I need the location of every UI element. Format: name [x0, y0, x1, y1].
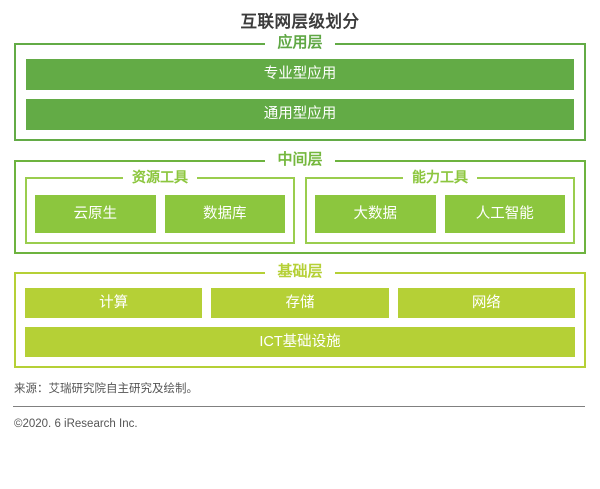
layer-middle: 中间层 资源工具 云原生 数据库 能力工具 大数据 人工智能: [14, 150, 586, 254]
middle-group-capability-tools-title: 能力工具: [307, 168, 573, 187]
base-top-row: 计算 存储 网络: [25, 288, 575, 318]
mid-box-cloud-native: 云原生: [35, 195, 156, 233]
base-box-storage: 存储: [211, 288, 389, 318]
layer-base: 基础层 计算 存储 网络 ICT基础设施: [14, 262, 586, 368]
footer: 来源：艾瑞研究院自主研究及绘制。 ©2020. 6 iResearch Inc.: [13, 368, 586, 432]
copyright-note: ©2020. 6 iResearch Inc.: [14, 418, 138, 430]
middle-group-resource-tools: 资源工具 云原生 数据库: [25, 168, 295, 244]
middle-group-resource-tools-items: 云原生 数据库: [35, 195, 285, 233]
app-bar-general: 通用型应用: [26, 99, 574, 130]
app-bar-professional: 专业型应用: [26, 59, 574, 90]
middle-group-resource-tools-title-text: 资源工具: [123, 168, 197, 187]
middle-group-capability-tools-items: 大数据 人工智能: [315, 195, 565, 233]
layer-application-body: 专业型应用 通用型应用: [16, 45, 584, 139]
base-box-network: 网络: [397, 288, 575, 318]
layer-application: 应用层 专业型应用 通用型应用: [14, 33, 586, 141]
mid-box-artificial-intelligence: 人工智能: [444, 195, 565, 233]
page-title: 互联网层级划分: [240, 13, 360, 31]
footer-divider: [13, 406, 585, 407]
base-box-compute: 计算: [25, 288, 203, 318]
base-bar-ict-infrastructure: ICT基础设施: [25, 327, 575, 357]
layer-middle-body: 资源工具 云原生 数据库 能力工具 大数据 人工智能: [16, 162, 584, 252]
mid-box-database: 数据库: [164, 195, 285, 233]
mid-box-big-data: 大数据: [315, 195, 436, 233]
layer-base-body: 计算 存储 网络 ICT基础设施: [16, 274, 584, 366]
source-note: 来源：艾瑞研究院自主研究及绘制。: [14, 383, 198, 395]
middle-group-resource-tools-title: 资源工具: [27, 168, 293, 187]
middle-group-capability-tools: 能力工具 大数据 人工智能: [305, 168, 575, 244]
middle-group-capability-tools-title-text: 能力工具: [403, 168, 477, 187]
